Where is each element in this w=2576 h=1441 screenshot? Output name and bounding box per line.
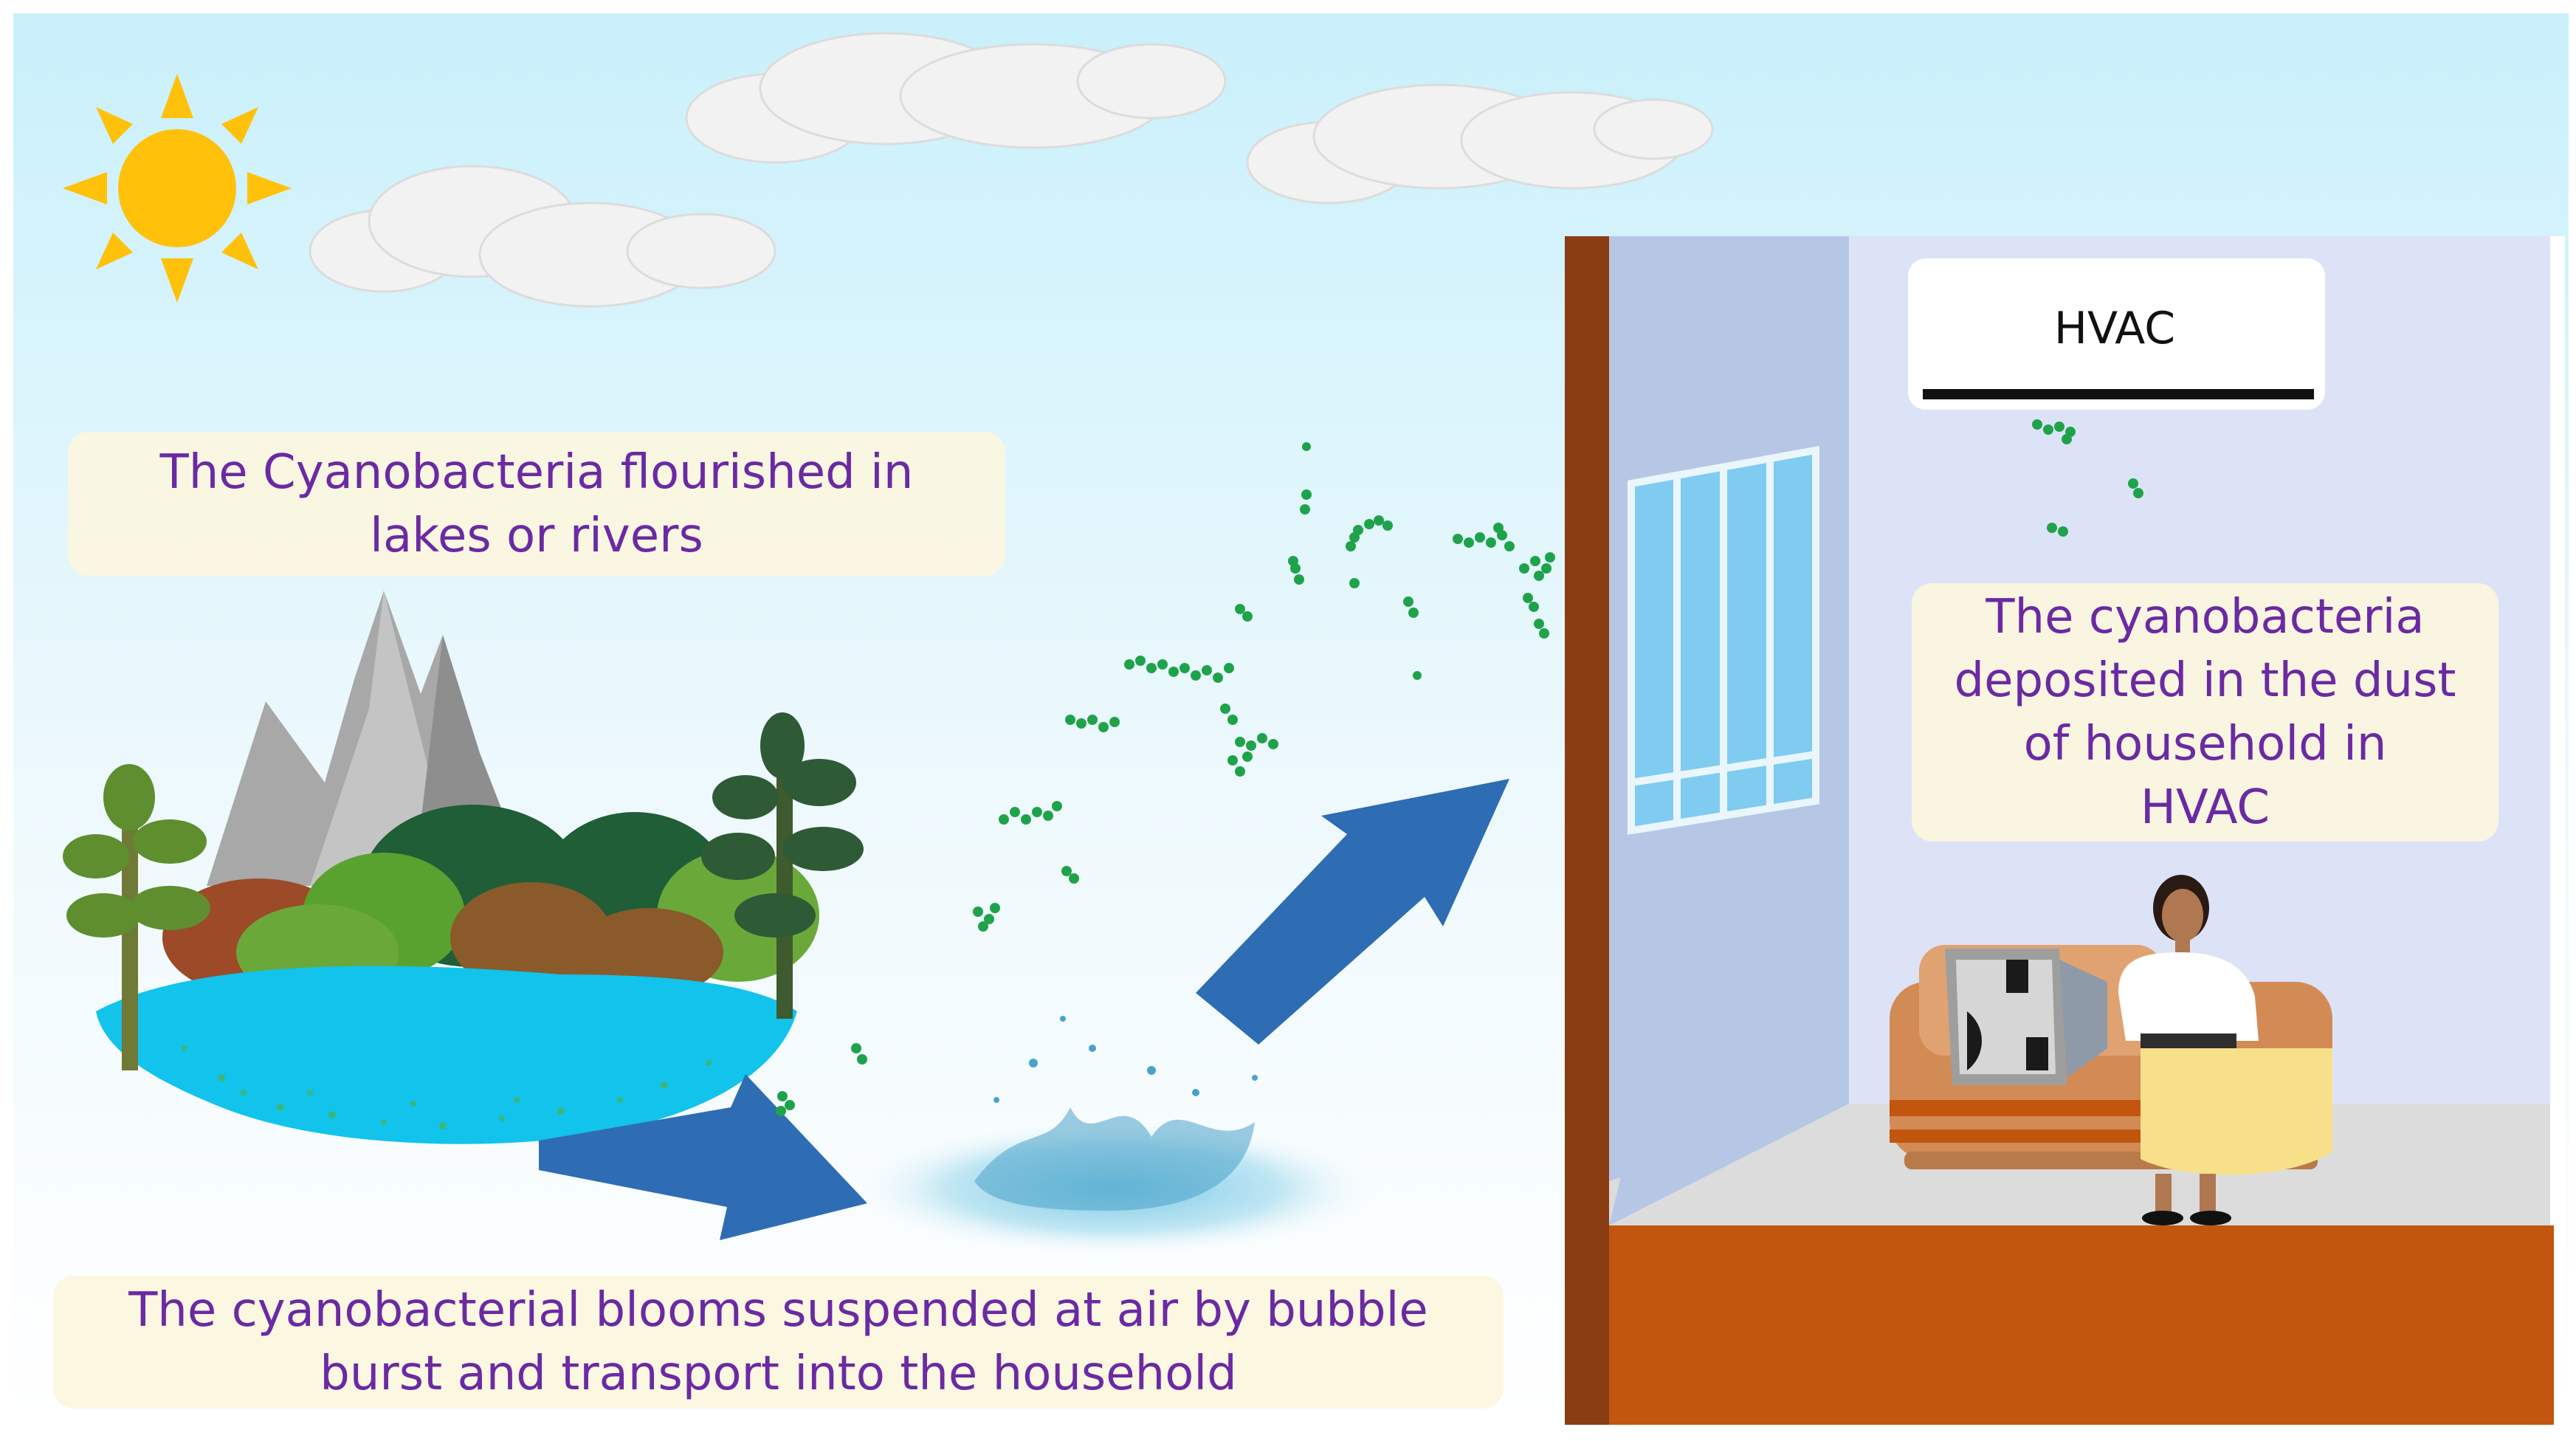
water-splash [841,1016,1388,1259]
person-icon [2118,875,2332,1225]
label-deposit: The cyanobacteria deposited in the dust … [1912,583,2498,842]
label-lakes-line-1: The Cyanobacteria flourished in [159,444,914,500]
cloud-icon [1246,83,1714,204]
label-lakes-line-2: lakes or rivers [370,508,703,563]
tree-icon [701,712,864,1019]
speaker-box [1945,949,2107,1085]
sun-icon [63,74,292,303]
hvac-cyanobacteria [2032,419,2143,537]
cloud-icon [309,165,776,308]
label-transport-line-2: burst and transport into the household [320,1347,1237,1401]
label-deposit-line-2: deposited in the dust [1954,653,2456,708]
label-deposit-line-3: of household in [2023,717,2387,771]
arrow-to-house [1196,779,1509,1045]
window [1628,446,1819,835]
cyanobacteria-particles [776,442,1625,1116]
label-transport: The cyanobacterial blooms suspended at a… [53,1276,1504,1409]
label-deposit-line-4: HVAC [2140,780,2270,835]
arrow-to-splash [539,1074,867,1240]
label-lakes: The Cyanobacteria flourished in lakes or… [68,432,1005,576]
hvac-unit [1908,258,2325,410]
cloud-icon [685,32,1227,164]
lake-algae [182,1045,712,1129]
tree-icon [63,764,210,1070]
label-deposit-line-1: The cyanobacteria [1986,590,2425,644]
hvac-label: HVAC [2053,303,2176,354]
label-transport-line-1: The cyanobacterial blooms suspended at a… [128,1283,1428,1338]
